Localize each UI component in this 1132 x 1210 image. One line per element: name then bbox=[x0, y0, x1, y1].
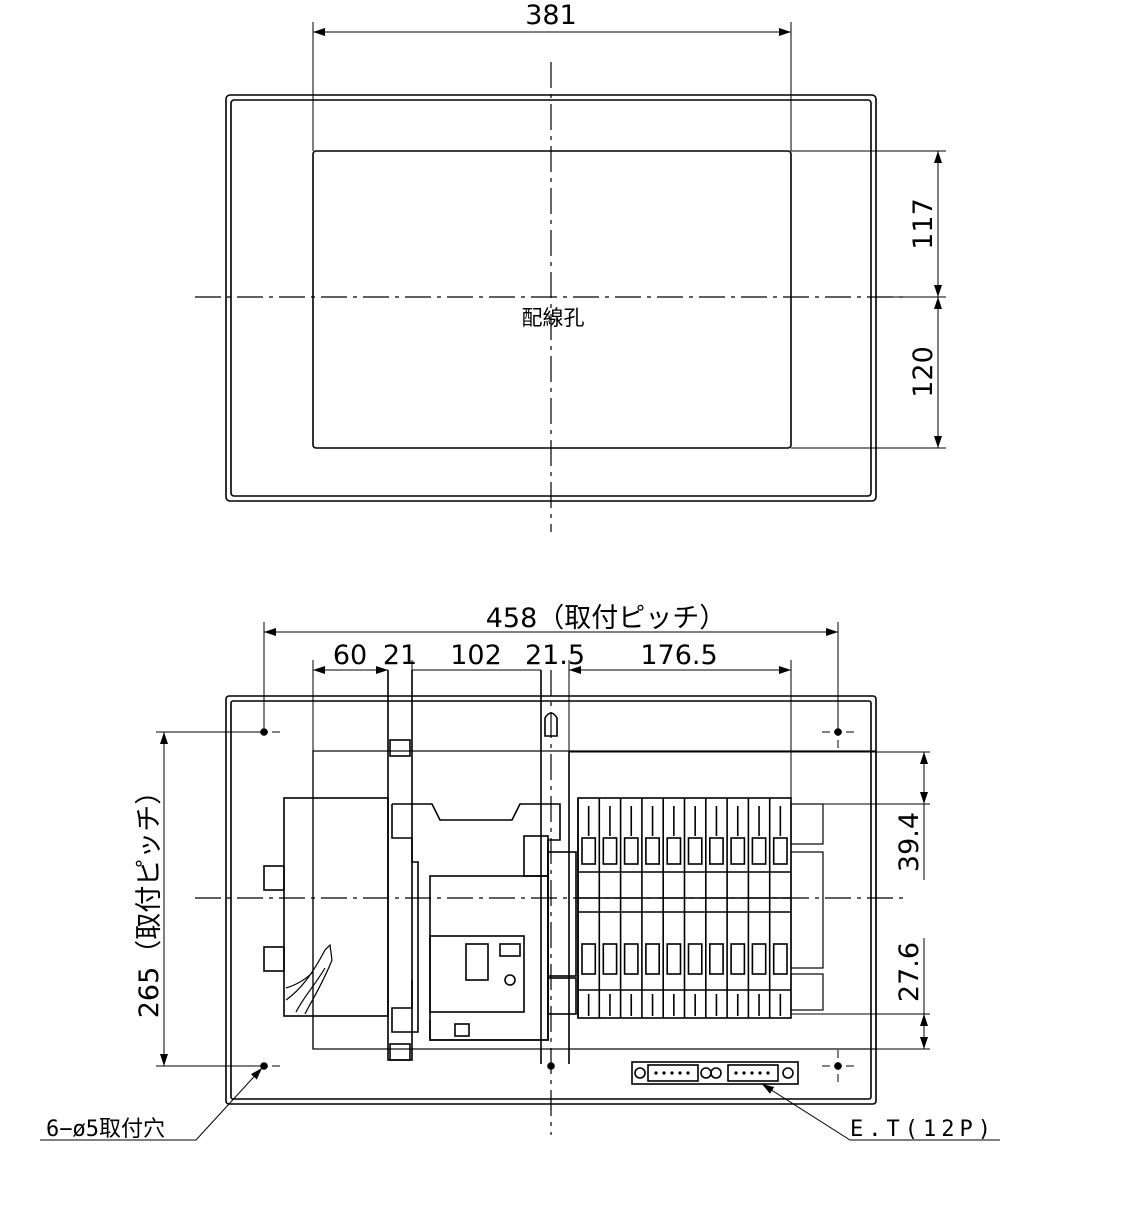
dim-120-label: 120 bbox=[908, 346, 939, 398]
dim-176-5-label: 176.5 bbox=[640, 640, 717, 671]
wiring-hole-label: 配線孔 bbox=[522, 306, 585, 330]
branch-breakers bbox=[577, 797, 792, 1019]
dim-381-label: 381 bbox=[525, 0, 577, 31]
branch-breaker-part bbox=[645, 837, 661, 865]
branch-breaker-part bbox=[687, 837, 703, 865]
dim-458-label: 458（取付ピッチ） bbox=[486, 603, 727, 634]
branch-breaker-part bbox=[772, 943, 788, 975]
earth-terminal-label: E.T(12P) bbox=[850, 1117, 996, 1142]
dim-39-4-label: 39.4 bbox=[894, 812, 925, 872]
main-breaker bbox=[263, 797, 389, 1017]
branch-breaker-part bbox=[623, 837, 639, 865]
branch-breaker-part bbox=[687, 943, 703, 975]
leakage-breaker bbox=[391, 803, 561, 1041]
dim-60-label: 60 bbox=[333, 640, 367, 671]
branch-breaker-part bbox=[730, 943, 746, 975]
dim-21-5-label: 21.5 bbox=[525, 640, 585, 671]
branch-breaker-part bbox=[602, 837, 618, 865]
mount-hole-leader bbox=[40, 1067, 263, 1141]
branch-breaker-part bbox=[666, 837, 682, 865]
branch-breaker-part bbox=[623, 943, 639, 975]
wiring-hole bbox=[312, 150, 792, 449]
branch-breaker-part bbox=[772, 837, 788, 865]
branch-breaker-part bbox=[602, 943, 618, 975]
din-rail-left bbox=[387, 670, 413, 1061]
front-view bbox=[40, 622, 1000, 1141]
mounting-holes bbox=[248, 716, 856, 1082]
branch-breaker-part bbox=[708, 943, 724, 975]
branch-breaker-part bbox=[708, 837, 724, 865]
earth-terminal-leader bbox=[761, 1083, 1000, 1141]
branch-breaker-part bbox=[751, 943, 767, 975]
branch-breaker-part bbox=[581, 837, 597, 865]
dim-21-label: 21 bbox=[383, 640, 417, 671]
branch-breaker-part bbox=[645, 943, 661, 975]
top-view bbox=[195, 22, 946, 532]
dim-117-label: 117 bbox=[908, 198, 939, 250]
branch-breaker-part bbox=[666, 943, 682, 975]
dim-102-label: 102 bbox=[450, 640, 502, 671]
dim-265-label: 265（取付ピッチ） bbox=[134, 778, 165, 1019]
branch-breaker-part bbox=[730, 837, 746, 865]
earth-terminal-block bbox=[631, 1061, 799, 1085]
branch-breaker-part bbox=[581, 943, 597, 975]
dim-27-6-label: 27.6 bbox=[894, 942, 925, 1002]
branch-breaker-part bbox=[751, 837, 767, 865]
mount-holes-label: 6−ø5取付穴 bbox=[46, 1117, 165, 1142]
din-rail-center bbox=[540, 670, 577, 1064]
